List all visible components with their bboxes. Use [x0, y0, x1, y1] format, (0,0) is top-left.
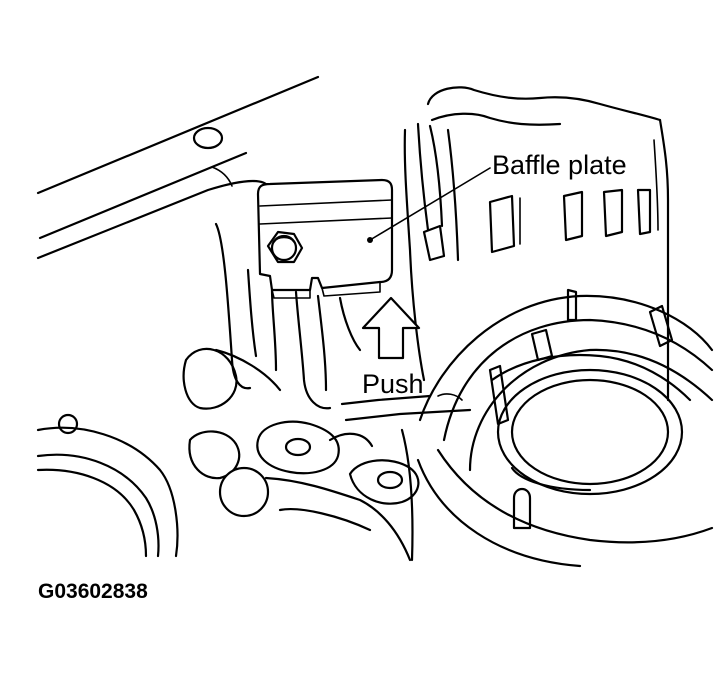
- left-bolt-hole: [57, 413, 79, 435]
- case-lower-pads: [188, 420, 420, 562]
- bearing-bore-left: [36, 413, 179, 558]
- case-ribs: [488, 188, 652, 254]
- baffle-plate-leader-line: [369, 167, 491, 241]
- push-label: Push: [362, 369, 424, 399]
- case-left-body: [182, 222, 362, 410]
- push-arrow: [361, 296, 421, 360]
- case-upper-flange: [36, 75, 320, 260]
- bearing-bore-right: [416, 288, 714, 568]
- case-center-web: [340, 393, 472, 422]
- case-right-rim: [426, 86, 670, 402]
- lower-bolt-hole-2: [376, 470, 404, 490]
- upper-bolt-hole: [192, 126, 224, 150]
- lower-bolt-hole-1: [284, 437, 312, 457]
- case-vertical-ribs: [403, 122, 460, 382]
- figure-code-label: G03602838: [38, 580, 148, 603]
- baffle-plate-label: Baffle plate: [492, 150, 627, 180]
- bolt: [266, 230, 304, 264]
- lower-round-boss: [218, 466, 270, 518]
